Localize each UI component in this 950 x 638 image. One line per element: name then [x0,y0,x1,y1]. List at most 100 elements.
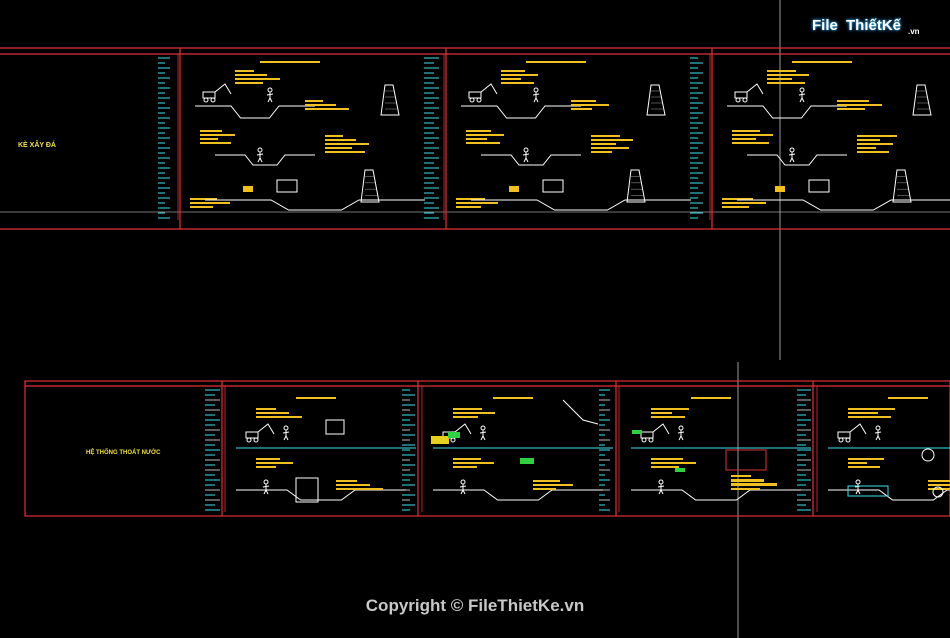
worker-head [480,425,486,431]
annotation-bar [732,142,769,144]
worker-body [522,152,530,163]
annotation-bar [256,416,302,418]
excavator-body [202,91,216,99]
pipe-section [921,448,935,462]
annotation-bar [200,134,235,136]
excavator-wheel [450,437,456,443]
ground-profile [737,199,950,211]
annotation-bar [453,416,478,418]
annotation-bar [651,416,685,418]
formwork-box [808,179,830,193]
annotation-bar [651,462,696,464]
ground-profile [828,489,950,501]
sheet-legend-columns [158,54,818,512]
annotation-bar [533,484,573,486]
green-marker [675,468,685,472]
annotation-bar [453,462,494,464]
excavator-wheel [838,437,844,443]
worker-body [256,152,264,163]
retaining-wall [360,169,380,203]
material-box [509,186,519,192]
excavator-arm [746,83,764,95]
annotation-bar [256,458,280,460]
annotation-bar [651,458,683,460]
worker-head [460,479,466,485]
annotation-bar [453,466,477,468]
annotation-bar [928,480,950,482]
annotation-bar [857,147,876,149]
copyright-watermark: Copyright © FileThietKe.vn [365,596,585,615]
annotation-bar [256,462,293,464]
material-box [243,186,253,192]
annotation-bar [325,135,343,137]
annotation-bar [533,480,560,482]
annotation-bar [200,138,218,140]
worker-head [658,479,664,485]
truck-body [431,436,449,444]
drain-channel [847,485,889,497]
annotation-bar [857,139,880,141]
excavator-wheel [648,437,654,443]
annotation-bar [336,484,370,486]
excavator-wheel [246,437,252,443]
annotation-bar [501,78,521,80]
annotation-bar [501,70,525,72]
worker-head [789,147,795,153]
annotation-bar [837,100,869,102]
annotation-bar [571,108,592,110]
excavator-arm [214,83,232,95]
excavator-wheel [735,97,741,103]
culvert-section [725,449,767,471]
logo-thietke-text: ThiếtKế [846,17,902,34]
annotation-bar [325,147,352,149]
sheet-heading-bar [493,397,533,399]
mixer-machine [325,419,345,435]
retaining-wall [892,169,912,203]
excavator-arm [454,423,472,435]
excavator-body [468,91,482,99]
annotation-bar [200,142,231,144]
annotation-bar [453,412,495,414]
annotation-bar [837,104,882,106]
bottom-section-title: HỆ THỐNG THOÁT NƯỚC [86,450,161,456]
annotation-bar [848,462,867,464]
excavator-wheel [253,437,259,443]
ground-profile [631,489,801,501]
green-marker [632,430,642,434]
annotation-bar [190,202,230,204]
annotation-bar [305,108,349,110]
sheet-heading-bar [691,397,731,399]
excavator-arm [257,423,275,435]
top-sheet-strip [0,47,950,230]
worker-head [875,425,881,431]
annotation-bar [722,198,753,200]
worker-head [678,425,684,431]
annotation-bar [571,104,609,106]
ground-profile [471,199,691,211]
retaining-wall [912,84,932,116]
ground-profile [205,199,425,211]
sheet-heading-bar [792,61,852,63]
annotation-bar [732,134,773,136]
worker-head [283,425,289,431]
excavator-body [245,431,259,439]
annotation-bar [591,151,612,153]
worker-body [459,484,467,495]
annotation-bar [533,488,556,490]
annotation-bar [731,484,777,486]
excavator-body [837,431,851,439]
sheet-heading-bar [296,397,336,399]
sheet-heading-bar [888,397,928,399]
annotation-bar [453,408,482,410]
annotation-bar [190,206,213,208]
logo-file-text: File [812,17,838,34]
worker-body [262,484,270,495]
excavator-wheel [476,97,482,103]
annotation-bar [571,100,596,102]
crane-arm [562,399,599,425]
annotation-bar [848,458,884,460]
excavator-wheel [210,97,216,103]
worker-head [523,147,529,153]
ground-profile [747,154,847,166]
